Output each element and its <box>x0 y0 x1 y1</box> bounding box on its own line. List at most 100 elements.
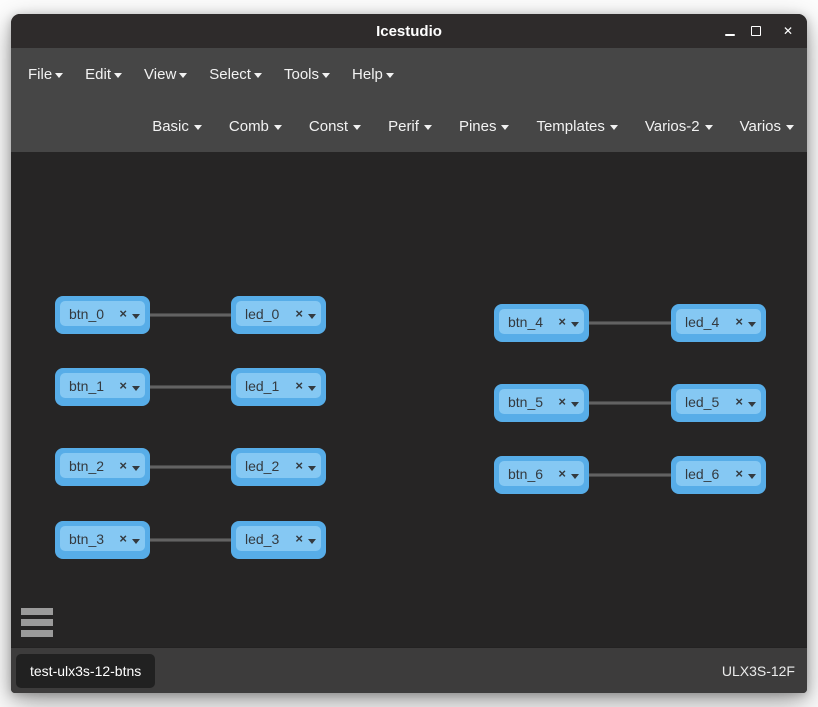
block-close-icon[interactable]: × <box>295 378 303 393</box>
block-close-icon[interactable]: × <box>119 458 127 473</box>
collection-menu-pines[interactable]: Pines <box>459 118 510 135</box>
statusbar: test-ulx3s-12-btns ULX3S-12F <box>11 647 807 693</box>
io-block-btn_6[interactable]: btn_6 × <box>494 456 589 494</box>
io-block-btn_1[interactable]: btn_1 × <box>55 368 150 406</box>
block-chevron-down-icon[interactable] <box>748 474 756 479</box>
block-close-icon[interactable]: × <box>735 314 743 329</box>
block-close-icon[interactable]: × <box>119 378 127 393</box>
block-header: led_5 × <box>676 389 761 414</box>
maximize-button[interactable] <box>751 26 761 36</box>
io-block-led_5[interactable]: led_5 × <box>671 384 766 422</box>
block-name-label: led_2 <box>245 457 280 474</box>
wire-btn_4-led_4[interactable] <box>589 321 671 325</box>
menu-help[interactable]: Help <box>352 66 394 83</box>
wire-btn_1-led_1[interactable] <box>150 385 231 389</box>
block-close-icon[interactable]: × <box>558 314 566 329</box>
menu-label: Edit <box>85 65 112 83</box>
block-close-icon[interactable]: × <box>119 531 127 546</box>
wire-btn_2-led_2[interactable] <box>150 465 231 469</box>
collection-menu-perif[interactable]: Perif <box>388 118 432 135</box>
block-name-label: btn_6 <box>508 465 544 482</box>
menu-edit[interactable]: Edit <box>85 65 123 83</box>
io-block-led_0[interactable]: led_0 × <box>231 296 326 334</box>
menu-file[interactable]: File <box>28 66 64 83</box>
block-header: btn_6 × <box>499 461 584 486</box>
io-block-btn_0[interactable]: btn_0× <box>55 296 150 334</box>
block-chevron-down-icon[interactable] <box>308 386 316 391</box>
chevron-down-icon <box>786 124 794 130</box>
block-chevron-down-icon[interactable] <box>748 402 756 407</box>
chevron-down-icon <box>704 124 713 130</box>
close-button[interactable]: ✕ <box>782 24 794 38</box>
block-header: led_4 × <box>676 309 761 334</box>
chevron-down-icon <box>353 124 362 130</box>
block-close-icon[interactable]: × <box>119 306 127 321</box>
block-chevron-down-icon[interactable] <box>132 386 140 391</box>
block-name-label: btn_3 <box>69 530 105 547</box>
io-block-led_1[interactable]: led_1 × <box>231 368 326 406</box>
block-close-icon[interactable]: × <box>295 306 303 321</box>
collection-menu-basic[interactable]: Basic <box>152 118 202 135</box>
minimize-button[interactable] <box>725 26 735 36</box>
block-chevron-down-icon[interactable] <box>571 402 579 407</box>
hamburger-bar <box>21 630 53 637</box>
block-chevron-down-icon[interactable] <box>308 539 316 544</box>
io-block-led_6[interactable]: led_6 × <box>671 456 766 494</box>
board-name: ULX3S-12F <box>721 662 795 679</box>
hamburger-bar <box>21 608 53 615</box>
block-close-icon[interactable]: × <box>735 466 743 481</box>
chevron-down-icon <box>179 72 188 78</box>
collection-menu-templates[interactable]: Templates <box>536 118 618 135</box>
block-header: btn_4 × <box>499 309 584 334</box>
collection-menu-varios[interactable]: Varios <box>740 118 794 135</box>
chevron-down-icon <box>114 72 123 78</box>
block-close-icon[interactable]: × <box>558 394 566 409</box>
design-canvas[interactable]: btn_0×led_0×btn_1×led_1×btn_2×led_2×btn_… <box>11 152 807 647</box>
block-name-label: led_0 <box>245 305 280 322</box>
project-name-button[interactable]: test-ulx3s-12-btns <box>16 653 156 688</box>
block-chevron-down-icon[interactable] <box>571 474 579 479</box>
block-chevron-down-icon[interactable] <box>571 322 579 327</box>
io-block-btn_3[interactable]: btn_3 × <box>55 521 150 559</box>
collection-menu-const[interactable]: Const <box>308 117 362 135</box>
block-name-label: btn_4 <box>508 313 544 330</box>
io-block-led_4[interactable]: led_4 × <box>671 304 766 342</box>
io-block-btn_2[interactable]: btn_2× <box>55 448 150 486</box>
block-close-icon[interactable]: × <box>735 394 743 409</box>
block-chevron-down-icon[interactable] <box>308 466 316 471</box>
menu-tools[interactable]: Tools <box>284 66 331 83</box>
menu-label: Const <box>308 117 349 135</box>
block-close-icon[interactable]: × <box>295 458 303 473</box>
collections-menubar: Basic Comb Const Perif Pines Templates Varios-… <box>11 100 807 152</box>
block-close-icon[interactable]: × <box>558 466 566 481</box>
chevron-down-icon <box>609 124 618 130</box>
menubar-area: File Edit View Select Tools Help Basic Comb Con… <box>11 48 807 152</box>
block-close-icon[interactable]: × <box>295 531 303 546</box>
io-block-btn_4[interactable]: btn_4 × <box>494 304 589 342</box>
block-chevron-down-icon[interactable] <box>748 322 756 327</box>
wire-btn_5-led_5[interactable] <box>589 401 671 405</box>
menu-view[interactable]: View <box>144 65 188 83</box>
io-block-btn_5[interactable]: btn_5 × <box>494 384 589 422</box>
wire-btn_6-led_6[interactable] <box>589 473 671 477</box>
wire-btn_0-led_0[interactable] <box>150 313 231 317</box>
menu-label: View <box>144 65 177 83</box>
wire-btn_3-led_3[interactable] <box>150 538 231 542</box>
io-block-led_3[interactable]: led_3× <box>231 521 326 559</box>
collection-menu-comb[interactable]: Comb <box>229 118 282 135</box>
menu-select[interactable]: Select <box>209 66 262 83</box>
block-chevron-down-icon[interactable] <box>132 539 140 544</box>
block-name-label: led_4 <box>685 313 720 330</box>
block-chevron-down-icon[interactable] <box>308 314 316 319</box>
block-name-label: led_5 <box>685 393 720 410</box>
io-block-led_2[interactable]: led_2 × <box>231 448 326 486</box>
block-name-label: led_6 <box>685 465 720 482</box>
block-name-label: btn_1 <box>69 377 105 394</box>
block-chevron-down-icon[interactable] <box>132 314 140 319</box>
block-name-label: led_1 <box>245 377 280 394</box>
hamburger-menu-icon[interactable] <box>21 608 53 637</box>
minimize-icon <box>725 34 735 36</box>
collection-menu-varios-2[interactable]: Varios-2 <box>645 118 713 135</box>
block-chevron-down-icon[interactable] <box>132 466 140 471</box>
block-name-label: btn_5 <box>508 393 544 410</box>
